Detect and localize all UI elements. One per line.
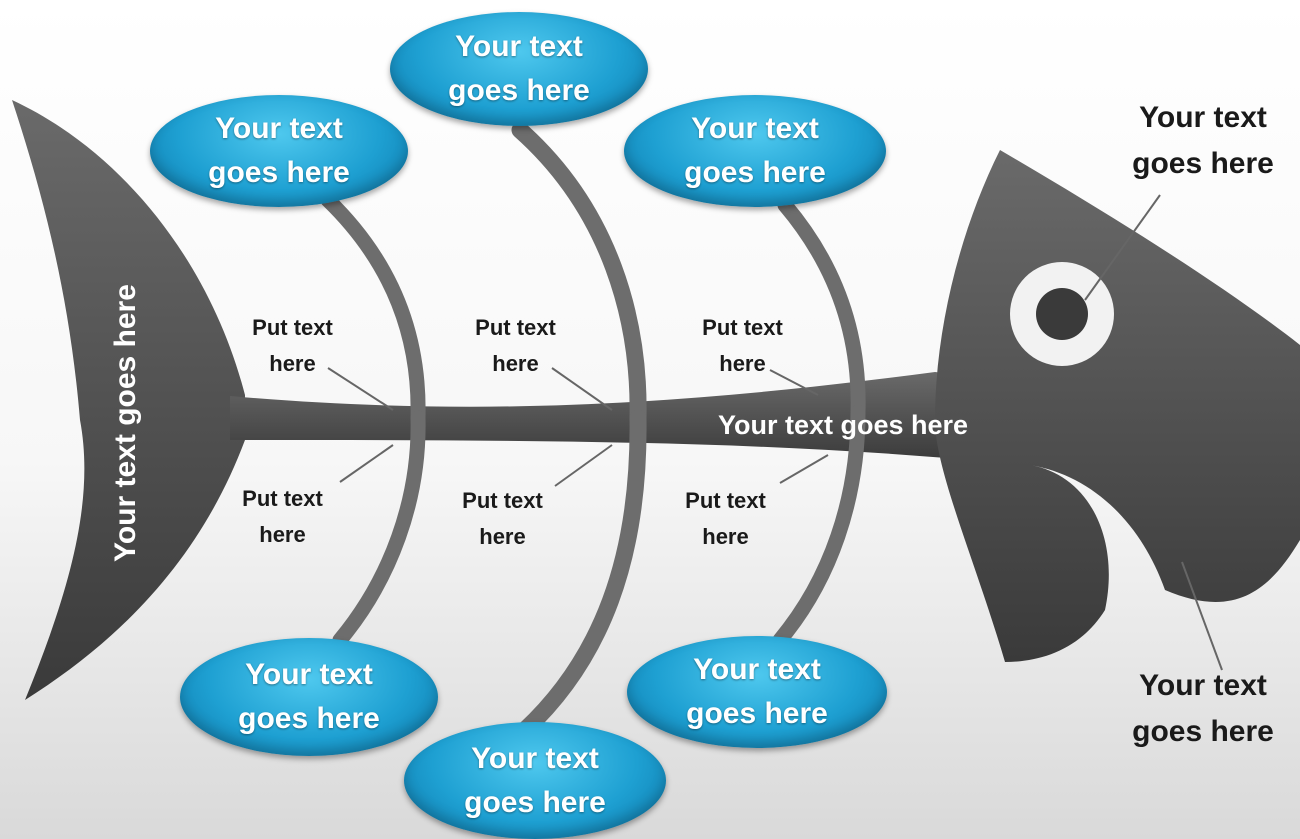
bubble-bottom-left-text: Your text goes here (238, 658, 380, 735)
connector-lower-right (779, 454, 829, 484)
spine-label: Your text goes here (718, 410, 969, 440)
bubble-top-center-text: Your text goes here (448, 30, 590, 107)
fish-eye-pupil (1036, 288, 1088, 340)
bone-top-left (320, 192, 426, 426)
bone-bottom-left (332, 410, 426, 648)
head-label-mouth: Your text goes here (1132, 669, 1274, 748)
connector-upper-left (327, 367, 394, 411)
bone-top-center (511, 121, 647, 427)
connector-upper-right (769, 369, 819, 396)
tail-label: Your text goes here (109, 284, 142, 562)
bone-bottom-right (772, 404, 866, 648)
cause-lower-center: Put text here (462, 488, 543, 549)
cause-upper-right: Put text here (702, 315, 783, 376)
bubble-bottom-center-text: Your text goes here (464, 741, 606, 819)
bubble-top-left: Your text goes here (150, 95, 408, 207)
fish-tail (12, 100, 245, 700)
bubble-bottom-center: Your text goes here (404, 722, 666, 839)
connector-eye (1084, 194, 1161, 301)
bubble-bottom-right-text: Your text goes here (686, 653, 828, 730)
fish-head (935, 150, 1300, 662)
head-label-eye: Your text goes here (1132, 101, 1274, 180)
bubble-top-center: Your text goes here (390, 12, 648, 126)
connector-lower-center (554, 444, 613, 487)
connector-lower-left (339, 444, 394, 483)
bubble-bottom-left: Your text goes here (180, 638, 438, 756)
bubble-top-left-text: Your text goes here (208, 112, 350, 189)
connector-upper-center (551, 367, 613, 411)
cause-lower-left: Put text here (242, 486, 323, 547)
bubble-top-right: Your text goes here (624, 95, 886, 207)
connector-mouth (1181, 561, 1223, 671)
bubble-bottom-right: Your text goes here (627, 636, 887, 748)
cause-upper-left: Put text here (252, 315, 333, 376)
bubble-top-right-text: Your text goes here (684, 112, 826, 189)
cause-upper-center: Put text here (475, 315, 556, 376)
bone-bottom-center (516, 409, 647, 739)
bone-top-right (777, 197, 866, 420)
cause-lower-right: Put text here (685, 488, 766, 549)
